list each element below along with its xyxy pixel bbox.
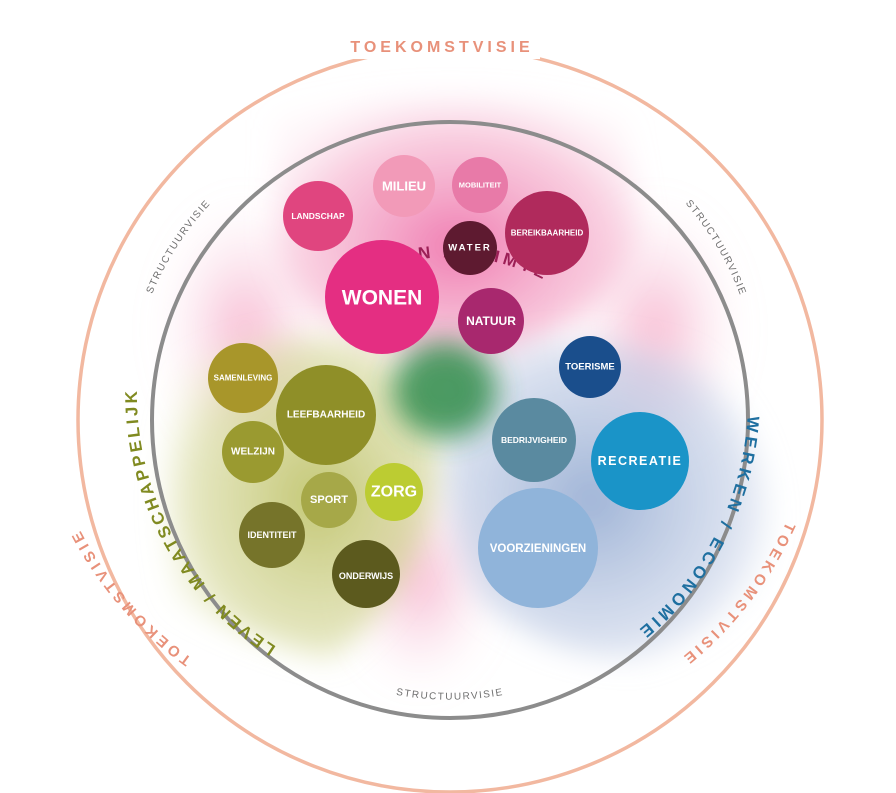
- bubble-recreatie: RECREATIE: [591, 412, 689, 510]
- bubble-milieu-label: MILIEU: [382, 179, 426, 194]
- bubble-welzijn: WELZIJN: [222, 421, 284, 483]
- bubble-bereikbaarheid: BEREIKBAARHEID: [505, 191, 589, 275]
- bubble-natuur: NATUUR: [458, 288, 524, 354]
- bubble-toerisme: TOERISME: [559, 336, 621, 398]
- inner-ring: [150, 120, 750, 720]
- outer-label-top: TOEKOMSTVISIE: [350, 39, 533, 56]
- bubble-wonen: WONEN: [325, 240, 439, 354]
- bubble-samenleving-label: SAMENLEVING: [214, 374, 273, 383]
- bubble-water-label: WATER: [448, 243, 492, 254]
- bubble-water: WATER: [443, 221, 497, 275]
- bubble-identiteit-label: IDENTITEIT: [248, 530, 298, 540]
- bubble-leefbaarheid: LEEFBAARHEID: [276, 365, 376, 465]
- center-overlap: [393, 342, 497, 438]
- bubble-toerisme-label: TOERISME: [565, 362, 614, 373]
- bubble-bedrijvigheid-label: BEDRIJVIGHEID: [501, 435, 567, 445]
- bubble-onderwijs: ONDERWIJS: [332, 540, 400, 608]
- bubble-sport: SPORT: [301, 472, 357, 528]
- bubble-bedrijvigheid: BEDRIJVIGHEID: [492, 398, 576, 482]
- bubble-wonen-label: WONEN: [342, 287, 423, 310]
- bubble-landschap-label: LANDSCHAP: [291, 211, 345, 221]
- bubble-samenleving: SAMENLEVING: [208, 343, 278, 413]
- ring-label-gaps: [345, 37, 540, 59]
- bubbles: LANDSCHAP MILIEU MOBILITEIT WATER BEREIK…: [208, 155, 689, 608]
- bubble-zorg: ZORG: [365, 463, 423, 521]
- gap-outer-top: [345, 37, 540, 59]
- bubble-identiteit: IDENTITEIT: [239, 502, 305, 568]
- bubble-onderwijs-label: ONDERWIJS: [339, 571, 393, 581]
- bubble-natuur-label: NATUUR: [466, 314, 516, 328]
- bubble-recreatie-label: RECREATIE: [598, 454, 683, 468]
- inner-label-bottom: STRUCTUURVISIE: [395, 687, 504, 703]
- bubble-leefbaarheid-label: LEEFBAARHEID: [287, 410, 365, 421]
- bubble-mobiliteit: MOBILITEIT: [452, 157, 508, 213]
- bubble-welzijn-label: WELZIJN: [231, 447, 275, 458]
- bubble-bereikbaarheid-label: BEREIKBAARHEID: [511, 229, 584, 238]
- bubble-milieu: MILIEU: [373, 155, 435, 217]
- bubble-voorzieningen-label: VOORZIENINGEN: [490, 543, 586, 555]
- bubble-landschap: LANDSCHAP: [283, 181, 353, 251]
- bubble-voorzieningen: VOORZIENINGEN: [478, 488, 598, 608]
- bubble-zorg-label: ZORG: [371, 484, 417, 501]
- bubble-mobiliteit-label: MOBILITEIT: [459, 181, 502, 190]
- bubble-sport-label: SPORT: [310, 494, 348, 506]
